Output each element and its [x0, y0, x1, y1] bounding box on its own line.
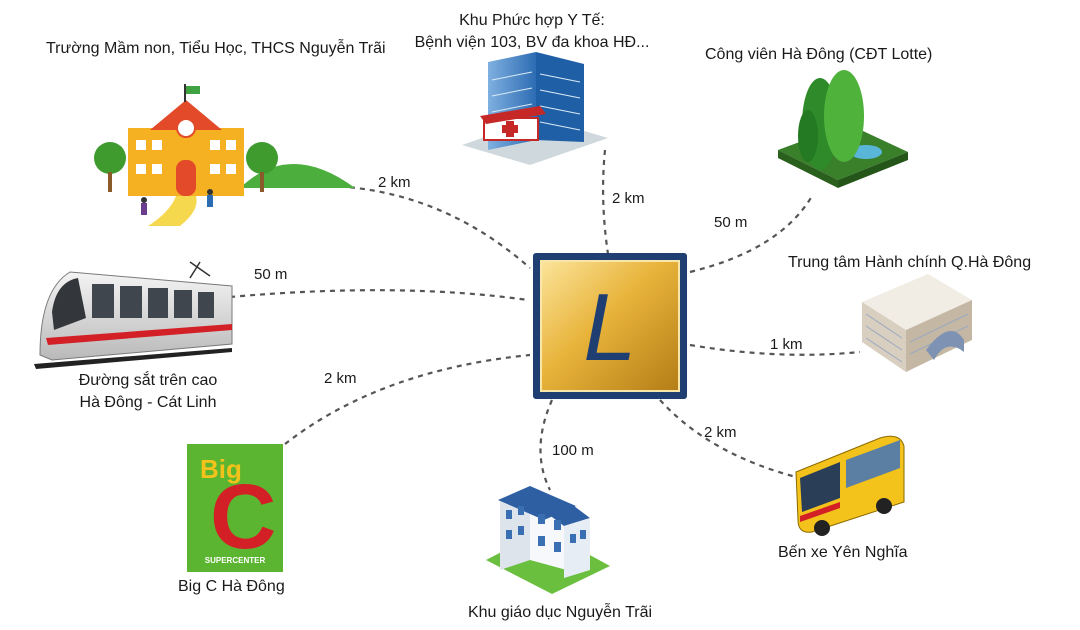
admin-building-icon: [862, 274, 972, 372]
rail-label-line1: Đường sắt trên cao: [78, 372, 218, 389]
center-logo: L: [533, 253, 687, 399]
connector-bus: [659, 399, 801, 480]
bigc-logo-icon: Big C SUPERCENTER: [187, 444, 283, 572]
distance-rail: 50 m: [254, 266, 288, 283]
bigc-logo-letter: C: [210, 466, 276, 568]
rail-label-line2: Hà Đông - Cát Linh: [79, 394, 217, 411]
distance-admin: 1 km: [770, 336, 803, 353]
park-icon: [778, 70, 908, 188]
bus-icon: [795, 435, 905, 536]
edu-label: Khu giáo dục Nguyễn Trãi: [467, 604, 653, 621]
connector-hospital: [601, 149, 610, 255]
connector-school: [299, 184, 531, 269]
connector-park: [689, 195, 813, 274]
logo-letter: L: [583, 274, 636, 381]
school-icon: [94, 84, 355, 226]
education-building-icon: [486, 486, 610, 594]
admin-label: Trung tâm Hành chính Q.Hà Đông: [788, 254, 1032, 271]
hospital-label: Khu Phức hợp Y Tế: Bệnh viện 103, BV đa …: [390, 10, 674, 54]
hospital-icon: [462, 52, 608, 165]
connector-edu: [539, 399, 554, 491]
connector-rail: [229, 289, 529, 302]
bus-label: Bến xe Yên Nghĩa: [778, 544, 908, 561]
rail-label: Đường sắt trên cao Hà Đông - Cát Linh: [48, 370, 248, 414]
park-label: Công viên Hà Đông (CĐT Lotte): [705, 46, 933, 63]
hospital-label-line1: Khu Phức hợp Y Tế:: [459, 12, 605, 29]
connector-bigc: [284, 353, 531, 445]
distance-hospital: 2 km: [612, 190, 645, 207]
distance-park: 50 m: [714, 214, 748, 231]
distance-bigc: 2 km: [324, 370, 357, 387]
school-label: Trường Mầm non, Tiểu Học, THCS Nguyễn Tr…: [46, 40, 386, 57]
bigc-logo-word: Big: [200, 454, 242, 484]
bigc-label: Big C Hà Đông: [178, 578, 285, 595]
train-icon: [34, 261, 233, 369]
distance-bus: 2 km: [704, 424, 737, 441]
distance-edu: 100 m: [552, 442, 594, 459]
bigc-logo-subtitle: SUPERCENTER: [205, 556, 266, 565]
hospital-label-line2: Bệnh viện 103, BV đa khoa HĐ...: [414, 34, 650, 51]
distance-school: 2 km: [378, 174, 411, 191]
connector-admin: [689, 343, 861, 356]
